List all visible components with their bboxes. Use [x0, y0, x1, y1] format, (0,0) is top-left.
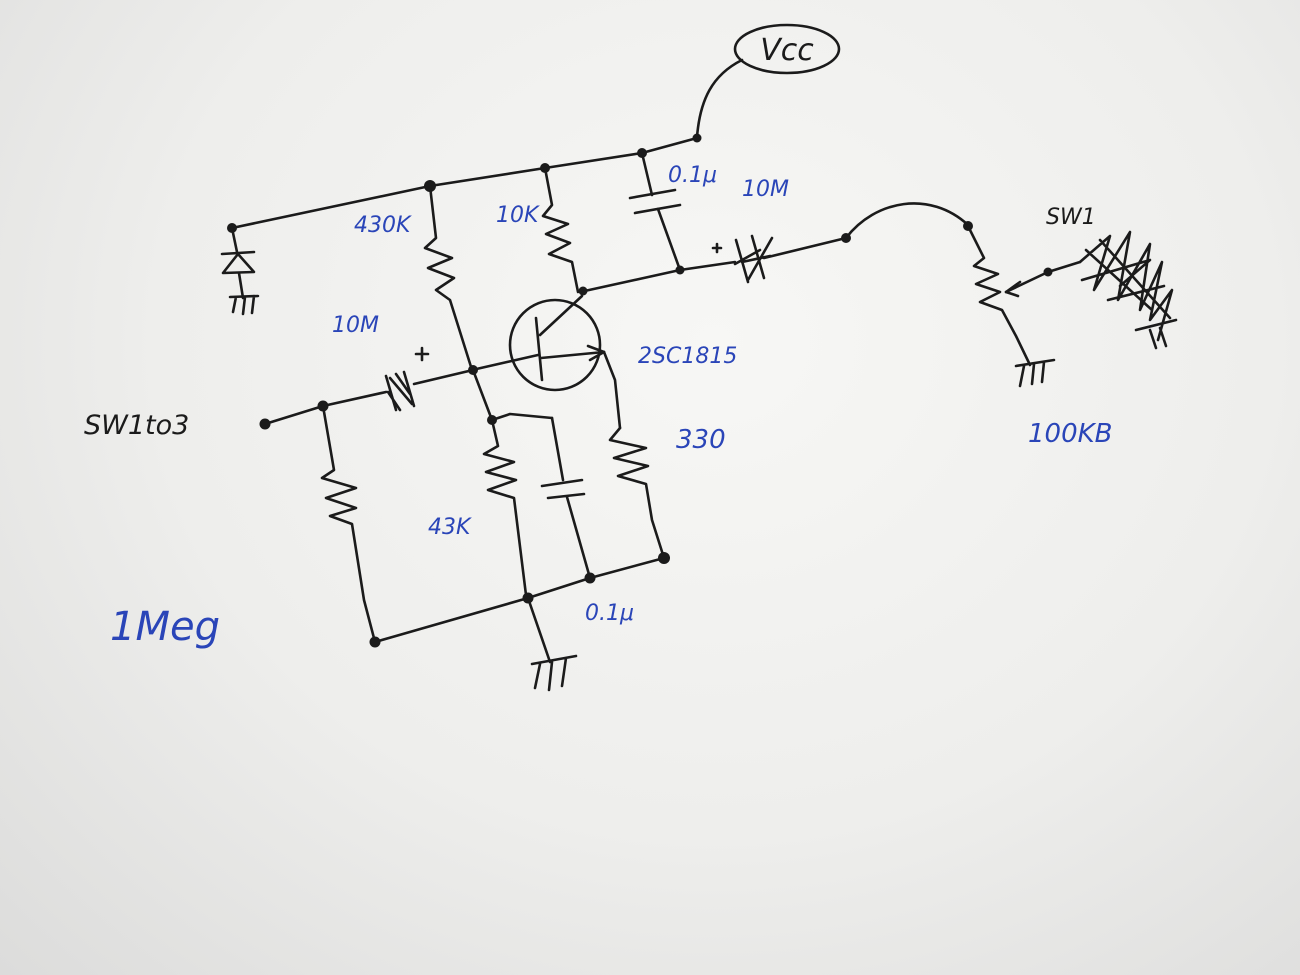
transistor-label: 2SC1815: [638, 344, 737, 369]
ce-wire-top: [550, 416, 565, 482]
vcc-wire: [695, 58, 744, 139]
collector-node: [578, 286, 588, 296]
ground-icon: [530, 654, 578, 692]
switch-sw1-scribble: SW1: [1046, 205, 1178, 350]
r330-label: 330: [676, 425, 726, 455]
input-label: SW1to3: [84, 410, 189, 441]
input-node: [259, 418, 271, 430]
r430k-label: 430K: [354, 213, 412, 238]
collector-output-wire: [578, 260, 737, 294]
ce-plate-2: [546, 492, 586, 500]
transistor-2sc1815: 2SC1815: [468, 294, 737, 430]
resistor-430k-zigzag: [423, 184, 474, 372]
r43k-label: 43K: [428, 515, 472, 540]
ground-node-left: [369, 636, 381, 648]
sw1-label: SW1: [1046, 205, 1096, 230]
volume-pot: 100KB: [844, 202, 1113, 449]
ce-wire-bottom: [565, 495, 592, 580]
resistor-330-zigzag: [608, 426, 666, 560]
cbt-plate-1: [628, 188, 677, 200]
vcc-label: Vcc: [760, 33, 814, 68]
resistor-430k: 430K: [354, 184, 474, 372]
capacitor-emitter: 0.1μ: [540, 416, 634, 626]
ground-drop-wire: [526, 596, 552, 664]
output-stage: 10M: [578, 177, 851, 296]
cout-plus: [711, 242, 723, 254]
resistor-43k: 43K: [428, 368, 554, 597]
bias-junction-wire: [471, 368, 554, 422]
ground-return: [369, 552, 670, 692]
capacitor-input: 10M SW1to3: [84, 313, 475, 441]
c01-top-label: 0.1μ: [668, 163, 717, 188]
base-lead: [470, 353, 540, 372]
cbt-wire-top: [640, 151, 654, 197]
emitter-lead: [539, 350, 606, 360]
resistor-10k: 10K: [496, 166, 580, 294]
ce-plate-1: [540, 478, 584, 488]
protection-diode: [220, 226, 260, 316]
ground-node-cap: [584, 572, 596, 584]
collector-lead: [538, 294, 584, 337]
resistor-43k-zigzag: [482, 418, 528, 597]
c01-emitter-label: 0.1μ: [585, 601, 634, 626]
cout-body: [733, 234, 774, 284]
resistor-10k-zigzag: [541, 166, 580, 294]
cap-junction-node: [675, 265, 685, 275]
pot-body-zigzag: [966, 224, 1032, 367]
vcc-supply: Vcc: [692, 23, 841, 143]
pot-label: 100KB: [1028, 419, 1113, 449]
diode-triangle: [221, 252, 256, 275]
cin-plus: [414, 346, 430, 362]
base-bar: [534, 316, 544, 382]
top-rail: [227, 136, 699, 233]
ground-return-wire: [373, 556, 666, 644]
r10k-label: 10K: [496, 203, 540, 228]
sw1-scribble: [1078, 230, 1178, 350]
vcc-bubble: [733, 23, 841, 75]
diode-wire-bottom: [237, 271, 245, 300]
cout-wire-right: [762, 236, 848, 260]
pot-wiper-wire: [1004, 270, 1050, 294]
ground-icon: [228, 294, 260, 316]
transistor-circle: [508, 298, 602, 392]
top-rail-wire: [230, 136, 699, 230]
ground-icon: [1014, 358, 1056, 388]
emitter-wire: [602, 350, 622, 430]
resistor-330: 330: [608, 425, 726, 560]
ground-node-emitter: [658, 552, 670, 564]
cin-body: [384, 370, 416, 412]
sw1-wire: [1046, 260, 1082, 274]
c10m-in-label: 10M: [332, 313, 379, 338]
resistor-1meg: 1Meg: [110, 404, 377, 650]
diode-wire-top: [230, 226, 239, 254]
capacitor-bypass-top: 0.1μ: [628, 151, 717, 272]
pot-wiper-arrow: [1004, 280, 1022, 298]
r1meg-label: 1Meg: [110, 604, 220, 650]
resistor-1meg-zigzag: [320, 404, 377, 644]
cin-wire-right: [412, 368, 475, 386]
c10m-out-label: 10M: [742, 177, 789, 202]
cbt-wire-bottom: [656, 207, 682, 272]
pot-input-wire: [844, 202, 970, 240]
